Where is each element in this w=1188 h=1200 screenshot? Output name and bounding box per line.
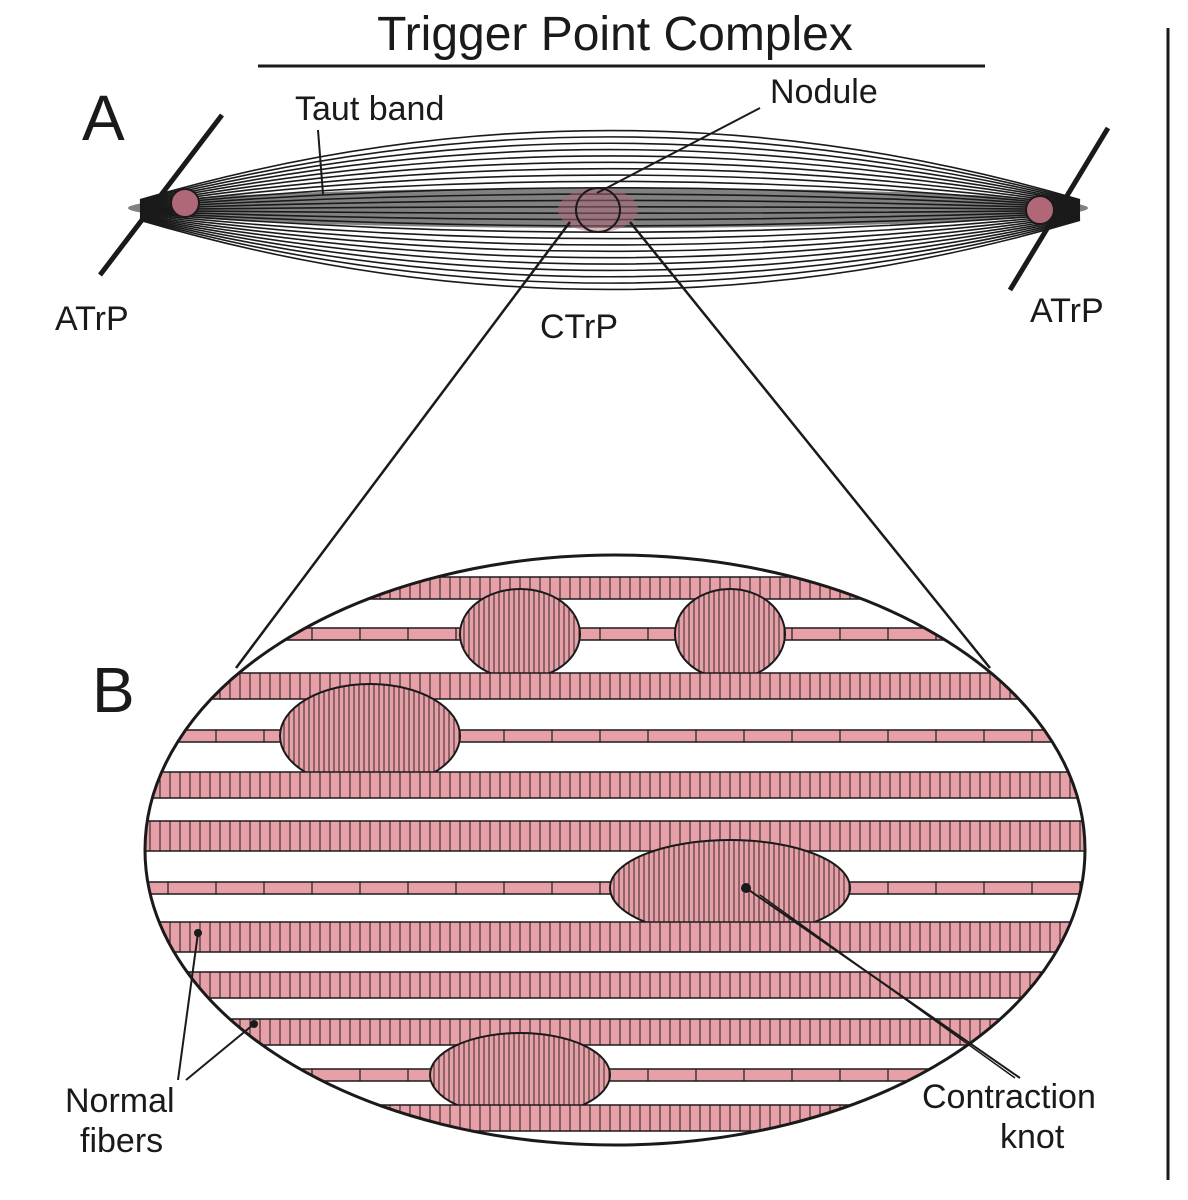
atrp-right-label: ATrP	[1030, 292, 1104, 330]
zoom-line-left	[234, 221, 572, 669]
ctrp-nodule-marker	[558, 188, 638, 232]
normal-fibers-pointer-1	[177, 932, 199, 1081]
atrp-right-marker	[1025, 195, 1055, 225]
normal-fibers-pointer-2	[185, 1023, 255, 1081]
panel-a-letter: A	[82, 82, 125, 154]
right-attachment-line	[1007, 126, 1111, 292]
diagram-title: Trigger Point Complex	[377, 8, 853, 61]
panel-b: B Normal fibers Contraction knot	[65, 553, 1096, 1160]
nodule-label: Nodule	[770, 73, 878, 111]
zoom-line-right	[629, 221, 991, 669]
taut-band-label: Taut band	[295, 90, 444, 128]
normal-fibers-label-line1: Normal	[65, 1082, 175, 1120]
contraction-knot-label-line1: Contraction	[922, 1078, 1096, 1116]
atrp-left-label: ATrP	[55, 300, 129, 338]
taut-band-pointer	[317, 129, 324, 195]
panel-a: A Taut band Nodule ATrP CTrP ATrP	[55, 73, 1111, 346]
contraction-knot-label-line2: knot	[1000, 1118, 1065, 1156]
ctrp-label: CTrP	[540, 308, 618, 346]
magnified-view-outline	[143, 553, 1087, 1147]
atrp-left-marker	[170, 188, 200, 218]
contraction-knot-pointer-2	[759, 894, 1016, 1079]
panel-b-letter: B	[92, 654, 135, 726]
nodule-pointer	[596, 107, 761, 194]
left-attachment-line	[98, 113, 224, 277]
normal-fibers-label-line2: fibers	[80, 1122, 163, 1160]
